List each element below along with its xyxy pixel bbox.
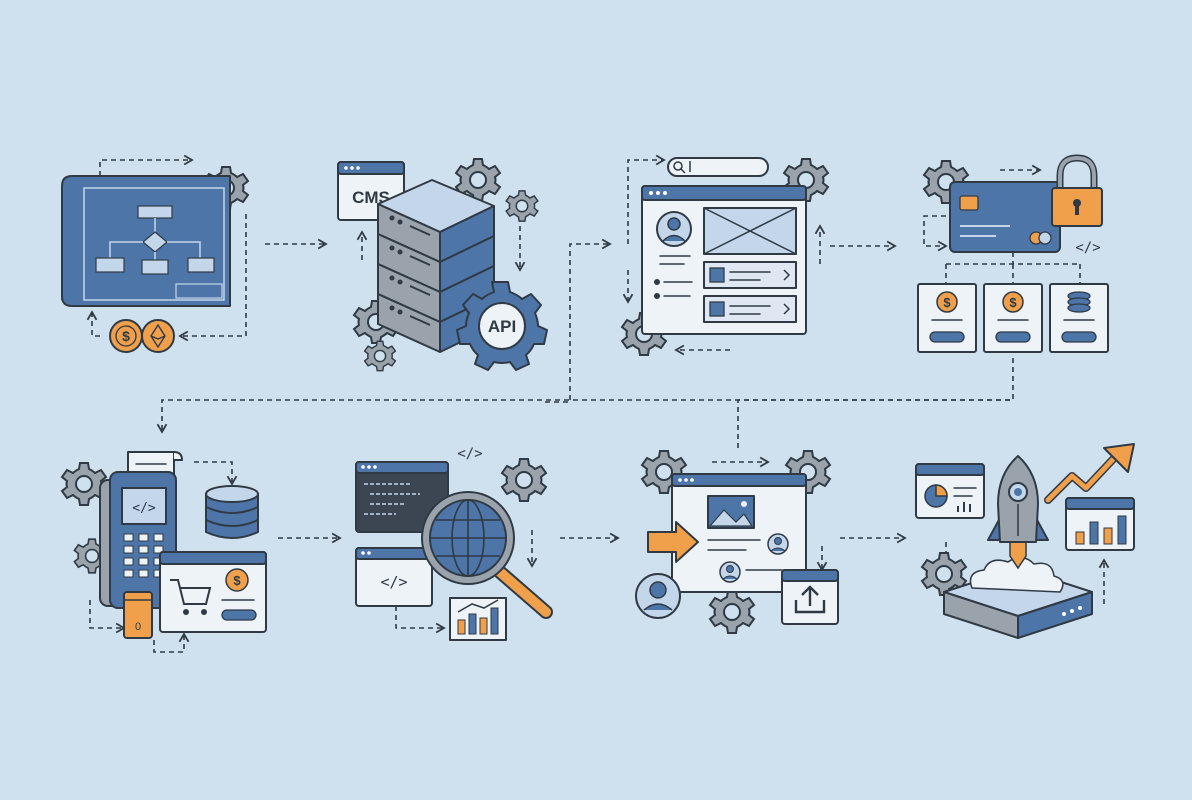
svg-text:$: $ xyxy=(943,295,951,310)
upload-icon xyxy=(781,569,839,625)
pricing-card-icon: $ xyxy=(917,283,977,353)
blueprint-icon xyxy=(61,175,231,307)
svg-text:$: $ xyxy=(233,573,241,588)
flow-connectors xyxy=(156,238,1014,544)
profile-icon xyxy=(635,573,681,619)
step-development: </> </> xyxy=(355,446,553,641)
pricing-card-icon xyxy=(1049,283,1109,353)
api-label: API xyxy=(488,317,516,336)
gear-icon xyxy=(505,190,539,222)
content-page-icon xyxy=(671,473,807,593)
search-bar-icon xyxy=(667,157,769,177)
pricing-card-icon: $ xyxy=(983,283,1043,353)
credit-card-icon xyxy=(949,181,1061,253)
code-window-icon: </> xyxy=(355,547,433,607)
coin-ethereum-icon xyxy=(141,319,175,353)
globe-icon xyxy=(429,499,507,577)
code-tag-label: </> xyxy=(1075,240,1100,256)
image-icon xyxy=(707,495,755,529)
gear-icon xyxy=(363,340,397,372)
shop-window: $ xyxy=(159,551,267,633)
server-stack-icon xyxy=(377,179,495,353)
step-design xyxy=(621,154,829,356)
svg-text:</>: </> xyxy=(457,446,482,462)
pie-chart-icon xyxy=(924,484,948,508)
svg-text:$: $ xyxy=(122,328,130,344)
step-content xyxy=(635,450,839,634)
step-launch xyxy=(915,443,1135,639)
bar-chart-icon xyxy=(1065,497,1135,551)
api-gear-icon: API xyxy=(456,281,548,371)
profile-icon xyxy=(656,211,692,247)
trend-arrow-icon xyxy=(1044,443,1135,504)
step-planning: $ xyxy=(61,154,249,353)
pos-terminal-icon: </> 0 xyxy=(99,471,177,639)
step-backend: CMS API xyxy=(337,158,548,372)
shopping-cart-icon xyxy=(170,579,212,615)
step-payments: </> $ $ xyxy=(917,154,1109,353)
code-window-icon xyxy=(355,461,449,533)
arrow-right-icon xyxy=(647,521,699,563)
step-checkout: </> 0 $ xyxy=(61,451,267,653)
rocket-icon xyxy=(987,455,1049,570)
database-icon xyxy=(205,485,259,539)
svg-text:$: $ xyxy=(1009,295,1017,310)
bar-chart-icon xyxy=(449,597,507,641)
coin-dollar-icon: $ xyxy=(109,319,143,353)
gear-icon xyxy=(709,590,755,634)
wireframe-icon xyxy=(703,207,797,255)
padlock-icon xyxy=(1051,154,1103,227)
pie-chart-window xyxy=(915,463,985,519)
svg-text:0: 0 xyxy=(135,621,141,633)
svg-text:</>: </> xyxy=(132,501,156,516)
website-wireframe-window xyxy=(641,185,807,335)
gear-icon xyxy=(501,458,547,502)
svg-text:</>: </> xyxy=(380,573,407,591)
